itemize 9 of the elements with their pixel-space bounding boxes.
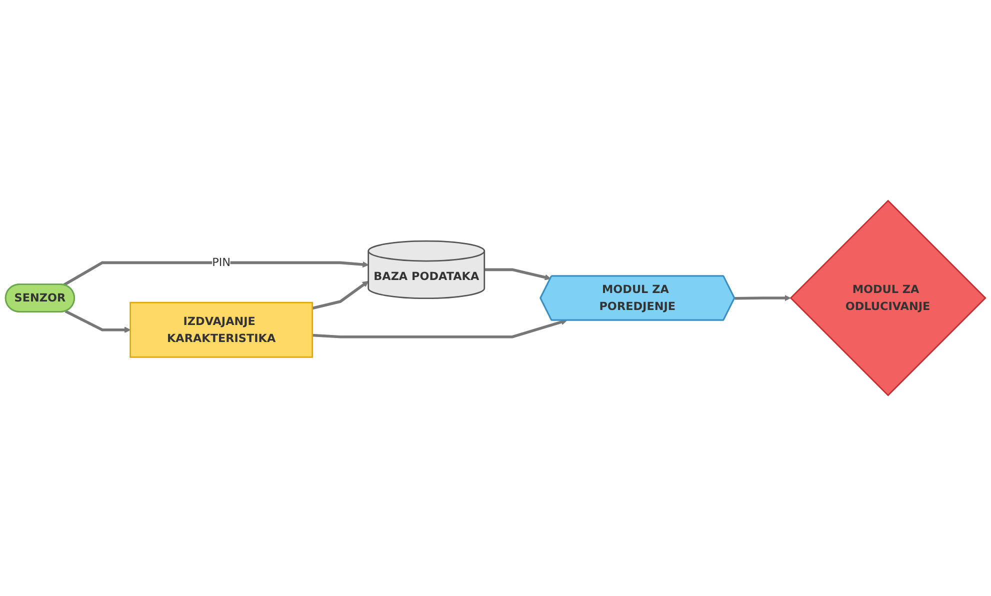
arrow [484,268,551,280]
edge-label: PIN [212,256,231,269]
node-diamond: MODUL ZA ODLUCIVANJE [790,200,986,396]
arrow [63,261,369,286]
arrow [312,280,369,310]
node-box: IZDVAJANJE KARAKTERISTIKA [130,302,314,358]
arrow [64,310,131,333]
arrow [312,319,568,338]
arrow [734,294,791,302]
